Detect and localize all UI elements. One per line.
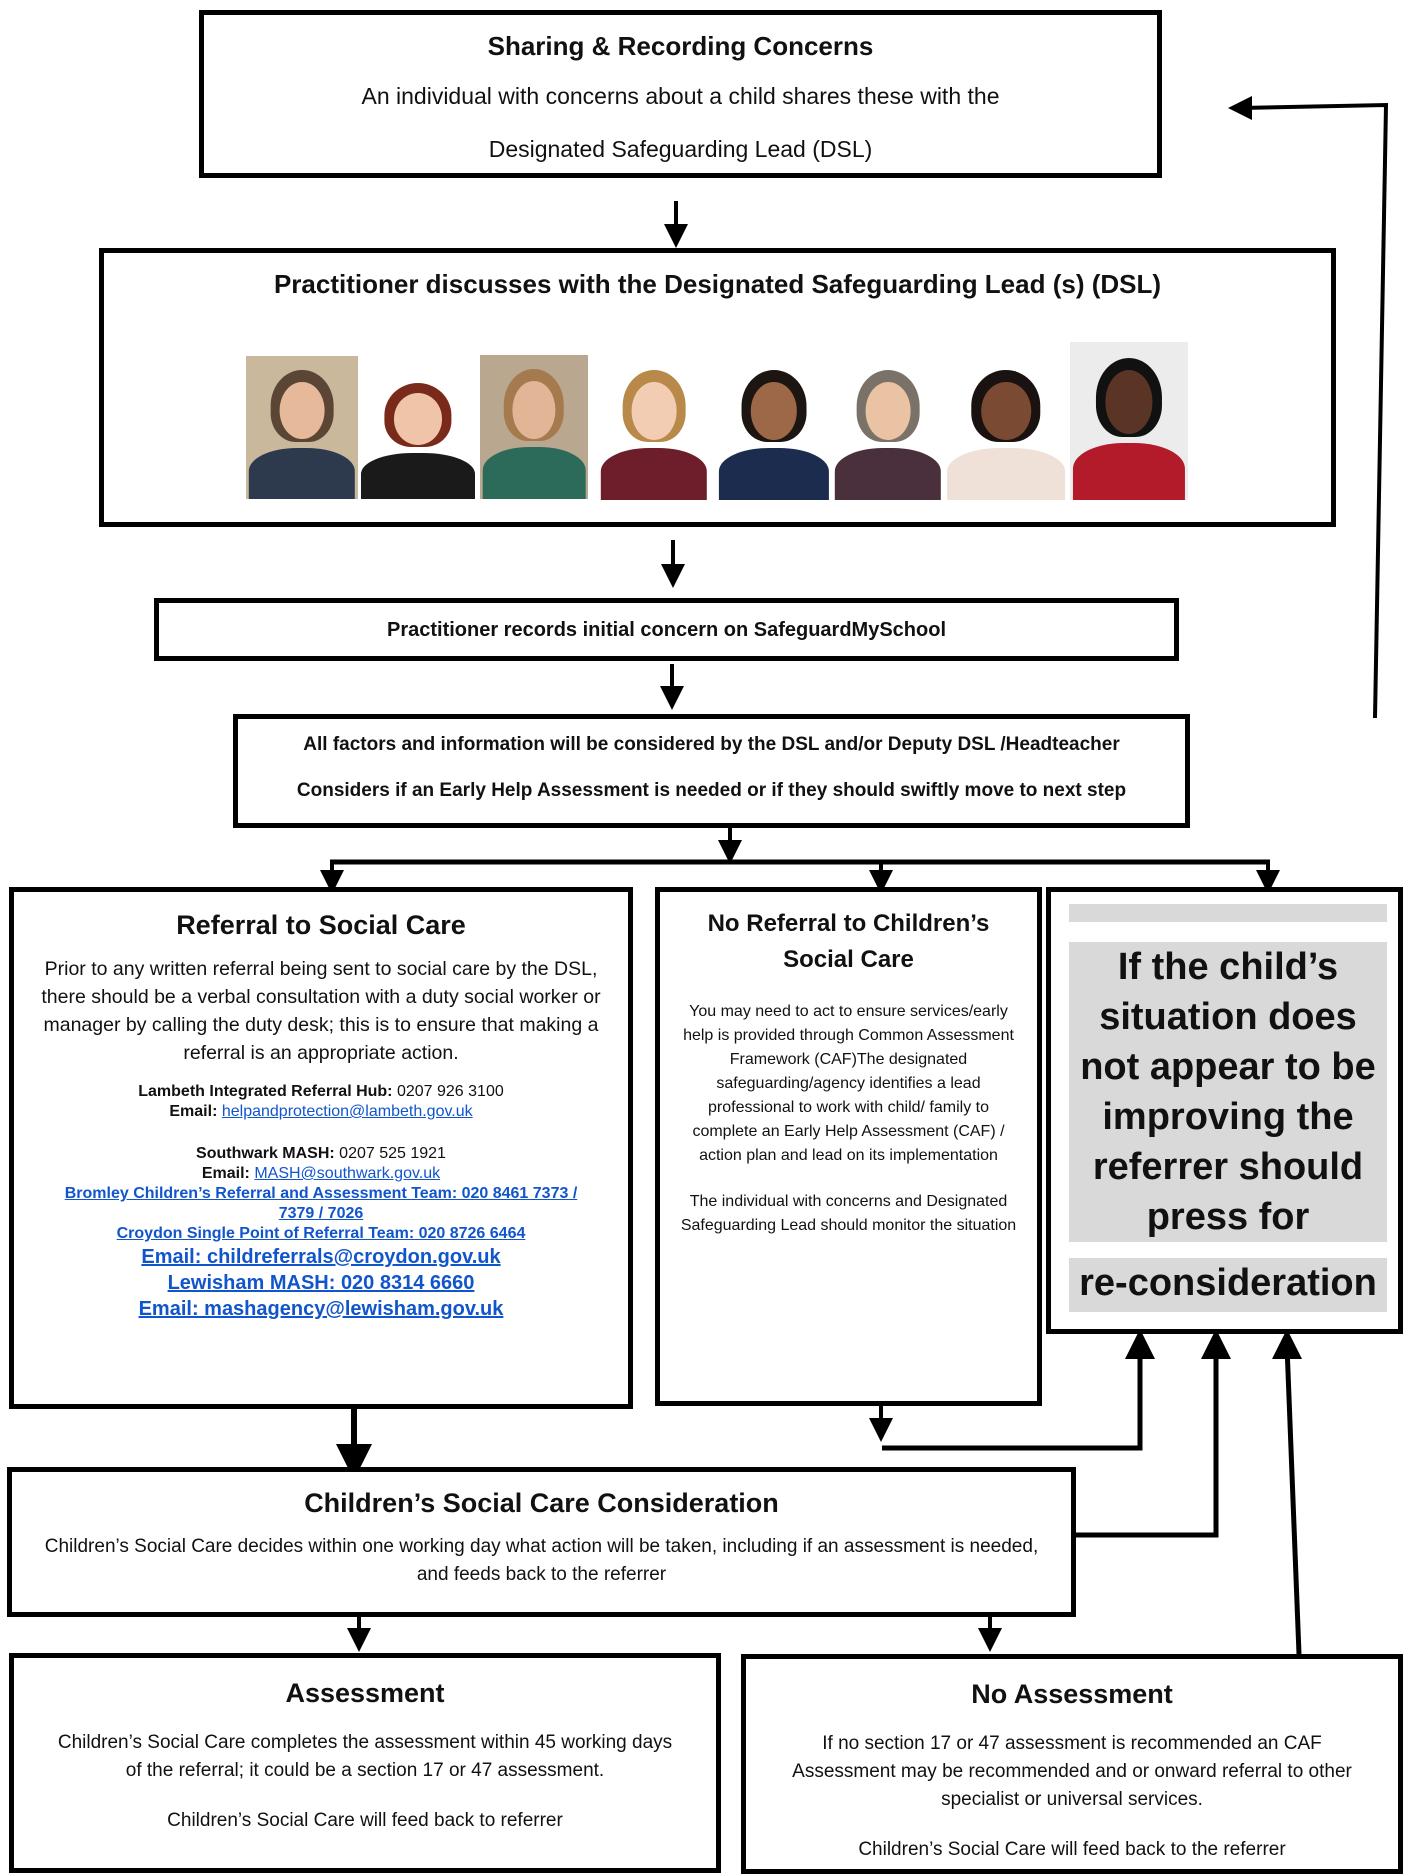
lambeth-email-label: Email: xyxy=(169,1103,218,1120)
csc-title: Children’s Social Care Consideration xyxy=(304,1488,779,1518)
no-referral-box: No Referral to Children’s Social Care Yo… xyxy=(655,887,1042,1406)
csc-to-ifnot-line xyxy=(1072,1346,1219,1538)
dsl-photo xyxy=(716,356,832,500)
no-assessment-title: No Assessment xyxy=(971,1679,1173,1709)
lambeth-email-link[interactable]: helpandprotection@lambeth.gov.uk xyxy=(221,1103,473,1120)
dsl-photo xyxy=(832,356,944,500)
southwark-label: Southwark MASH: xyxy=(196,1145,335,1162)
dsl-photo xyxy=(246,356,358,499)
no-referral-title: No Referral to Children’s Social Care xyxy=(707,910,990,973)
referral-to-social-care-box: Referral to Social Care Prior to any wri… xyxy=(9,887,633,1409)
factors-line2: Considers if an Early Help Assessment is… xyxy=(296,780,1127,801)
lambeth-phone: 0207 926 3100 xyxy=(392,1083,504,1100)
dsl-photo xyxy=(1070,342,1188,500)
referral-paragraph: Prior to any written referral being sent… xyxy=(41,958,601,1064)
reconsideration-message: If the child’s situation does not appear… xyxy=(1069,942,1387,1242)
no-referral-paragraph1: You may need to act to ensure services/e… xyxy=(683,1003,1014,1164)
southwark-contact: Southwark MASH: 0207 525 1921 Email: MAS… xyxy=(32,1144,610,1184)
factors-line1: All factors and information will be cons… xyxy=(303,734,1120,755)
southwark-email-label: Email: xyxy=(201,1165,250,1182)
no-assessment-paragraph1: If no section 17 or 47 assessment is rec… xyxy=(792,1733,1352,1810)
sharing-recording-title: Sharing & Recording Concerns xyxy=(487,31,874,61)
factors-considered-box: All factors and information will be cons… xyxy=(233,714,1190,828)
noref-to-ifnot-line xyxy=(882,1348,1143,1451)
sharing-recording-line2: Designated Safeguarding Lead (DSL) xyxy=(488,136,873,162)
feedback-loop-line xyxy=(1239,102,1389,719)
sharing-recording-line1: An individual with concerns about a chil… xyxy=(361,83,1000,109)
practitioner-discusses-title: Practitioner discusses with the Designat… xyxy=(273,269,1162,299)
dsl-photo xyxy=(358,370,478,499)
assessment-paragraph2: Children’s Social Care will feed back to… xyxy=(167,1810,563,1831)
record-concern-text: Practitioner records initial concern on … xyxy=(386,619,946,641)
no-assessment-box: No Assessment If no section 17 or 47 ass… xyxy=(741,1654,1403,1874)
record-concern-box: Practitioner records initial concern on … xyxy=(154,598,1179,661)
croydon-email-link[interactable]: Email: childreferrals@croydon.gov.uk xyxy=(141,1246,501,1268)
croydon-link[interactable]: Croydon Single Point of Referral Team: 0… xyxy=(116,1225,526,1242)
csc-paragraph: Children’s Social Care decides within on… xyxy=(44,1536,1039,1585)
lewisham-email-link[interactable]: Email: mashagency@lewisham.gov.uk xyxy=(138,1298,504,1320)
bromley-link[interactable]: Bromley Children’s Referral and Assessme… xyxy=(64,1185,578,1222)
dsl-photo xyxy=(598,356,710,500)
assessment-title: Assessment xyxy=(285,1678,445,1708)
dsl-photo xyxy=(480,355,588,499)
noassess-to-ifnot-line xyxy=(1284,1345,1302,1655)
no-assessment-paragraph2: Children’s Social Care will feed back to… xyxy=(858,1839,1286,1860)
southwark-email-link[interactable]: MASH@southwark.gov.uk xyxy=(254,1165,441,1182)
lewisham-link[interactable]: Lewisham MASH: 020 8314 6660 xyxy=(167,1272,475,1294)
referral-title: Referral to Social Care xyxy=(176,910,466,940)
reconsideration-word: re-consideration xyxy=(1069,1258,1387,1312)
lambeth-label: Lambeth Integrated Referral Hub: xyxy=(138,1083,393,1100)
assessment-paragraph1: Children’s Social Care completes the ass… xyxy=(57,1732,673,1781)
sharing-recording-box: Sharing & Recording Concerns An individu… xyxy=(199,10,1162,178)
assessment-box: Assessment Children’s Social Care comple… xyxy=(9,1653,721,1873)
lambeth-contact: Lambeth Integrated Referral Hub: 0207 92… xyxy=(32,1082,610,1122)
dsl-photo xyxy=(944,356,1068,500)
csc-consideration-box: Children’s Social Care Consideration Chi… xyxy=(7,1467,1076,1617)
southwark-phone: 0207 525 1921 xyxy=(334,1145,446,1162)
no-referral-paragraph2: The individual with concerns and Designa… xyxy=(680,1193,1017,1234)
grey-band-top xyxy=(1069,904,1387,922)
